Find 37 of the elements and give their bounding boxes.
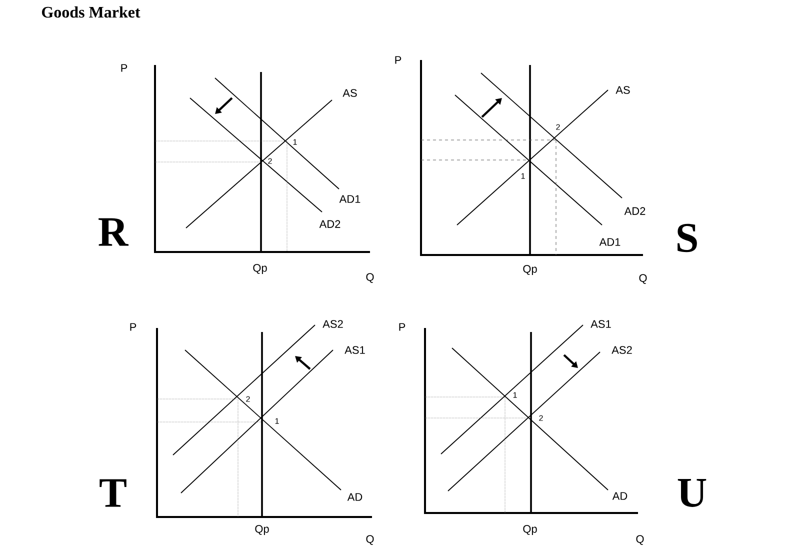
point-label: 1 [521,173,525,179]
axis-label: P [121,64,128,72]
panel-letter: T [100,479,126,507]
point-label: 2 [556,124,560,130]
panel-letter: S [678,224,697,252]
curve-label: AS2 [612,346,632,354]
panel-letter: U [678,479,706,507]
curve-label: AD2 [319,220,340,228]
curve-label: AD2 [624,207,646,215]
axis-label: Q [366,273,374,283]
curve-label: AS2 [322,320,343,328]
axis-label: Q [636,535,644,545]
point-label: 2 [246,396,250,402]
curve-label: AS [342,89,357,97]
axis-label: Qp [253,264,267,274]
title: Goods Market [42,6,140,18]
axis-label: Q [366,535,374,545]
curve-label: AS1 [590,320,611,328]
axis-label: Q [639,274,647,284]
axis-label: P [130,323,136,331]
point-label: 2 [268,158,272,164]
axis-label: Qp [523,265,537,275]
curve-label: AD [612,492,628,500]
axis-label: Qp [523,525,537,535]
panel-letter: R [98,218,129,246]
point-label: 1 [275,418,279,424]
curve-label: AD [347,493,362,501]
curve-label: AD1 [599,238,620,246]
axis-label: P [399,323,406,331]
curve-label: AD1 [339,195,360,203]
point-label: 1 [513,392,517,398]
point-label: 1 [293,139,297,145]
curve-label: AS [616,86,630,94]
axis-label: Qp [255,525,269,535]
point-label: 2 [539,415,543,421]
curve-label: AS1 [344,346,365,354]
axis-label: P [395,56,402,64]
